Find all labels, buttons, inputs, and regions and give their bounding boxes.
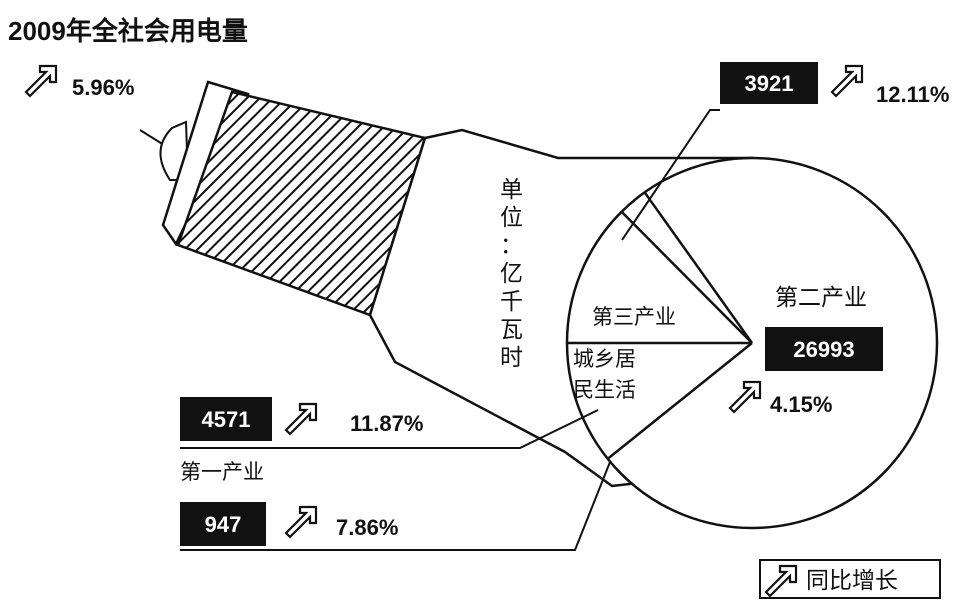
growth-residential: 11.87% <box>350 411 423 436</box>
growth-tertiary: 12.11% <box>876 82 949 107</box>
pie-radius-tertiary-top <box>606 342 753 460</box>
up-arrow-icon <box>284 505 318 539</box>
unit-label: 单 位 ： 亿 千 瓦 时 <box>500 177 523 371</box>
legend-label: 同比增长 <box>806 568 898 594</box>
growth-secondary: 4.15% <box>770 392 832 417</box>
unit-char: 瓦 <box>500 317 523 343</box>
slice-label-primary: 第一产业 <box>180 460 264 484</box>
growth-primary: 7.86% <box>336 515 398 540</box>
legend: 同比增长 <box>759 559 941 599</box>
unit-char: 时 <box>500 345 523 371</box>
value-box-primary <box>180 502 266 546</box>
chart-title: 2009年全社会用电量 <box>8 16 248 46</box>
pie-radius-residential-primary <box>620 210 753 344</box>
slice-label-residential: 城乡居 <box>573 347 636 371</box>
value-box-residential <box>180 397 272 441</box>
value-secondary: 26993 <box>793 337 854 362</box>
total-growth: 5.96% <box>72 75 134 100</box>
value-tertiary: 3921 <box>745 71 794 96</box>
value-primary: 947 <box>205 512 242 537</box>
up-arrow-icon <box>24 64 58 98</box>
leader-lines <box>180 109 720 551</box>
pie-radius-primary-bottom <box>643 191 754 344</box>
slice-label-residential-2: 民生活 <box>573 378 636 402</box>
unit-char: ： <box>500 233 523 259</box>
up-arrow-icon <box>284 402 318 436</box>
unit-char: 亿 <box>500 261 523 287</box>
unit-char: 位 <box>500 205 523 231</box>
value-box-tertiary <box>720 62 818 104</box>
value-residential: 4571 <box>202 407 251 432</box>
slice-label-tertiary: 第三产业 <box>592 305 676 329</box>
unit-char: 单 <box>500 177 523 203</box>
unit-char: 千 <box>500 289 523 315</box>
slice-label-secondary: 第二产业 <box>775 285 867 311</box>
pie <box>565 156 939 530</box>
up-arrow-icon <box>830 64 864 98</box>
value-box-secondary <box>765 327 883 371</box>
